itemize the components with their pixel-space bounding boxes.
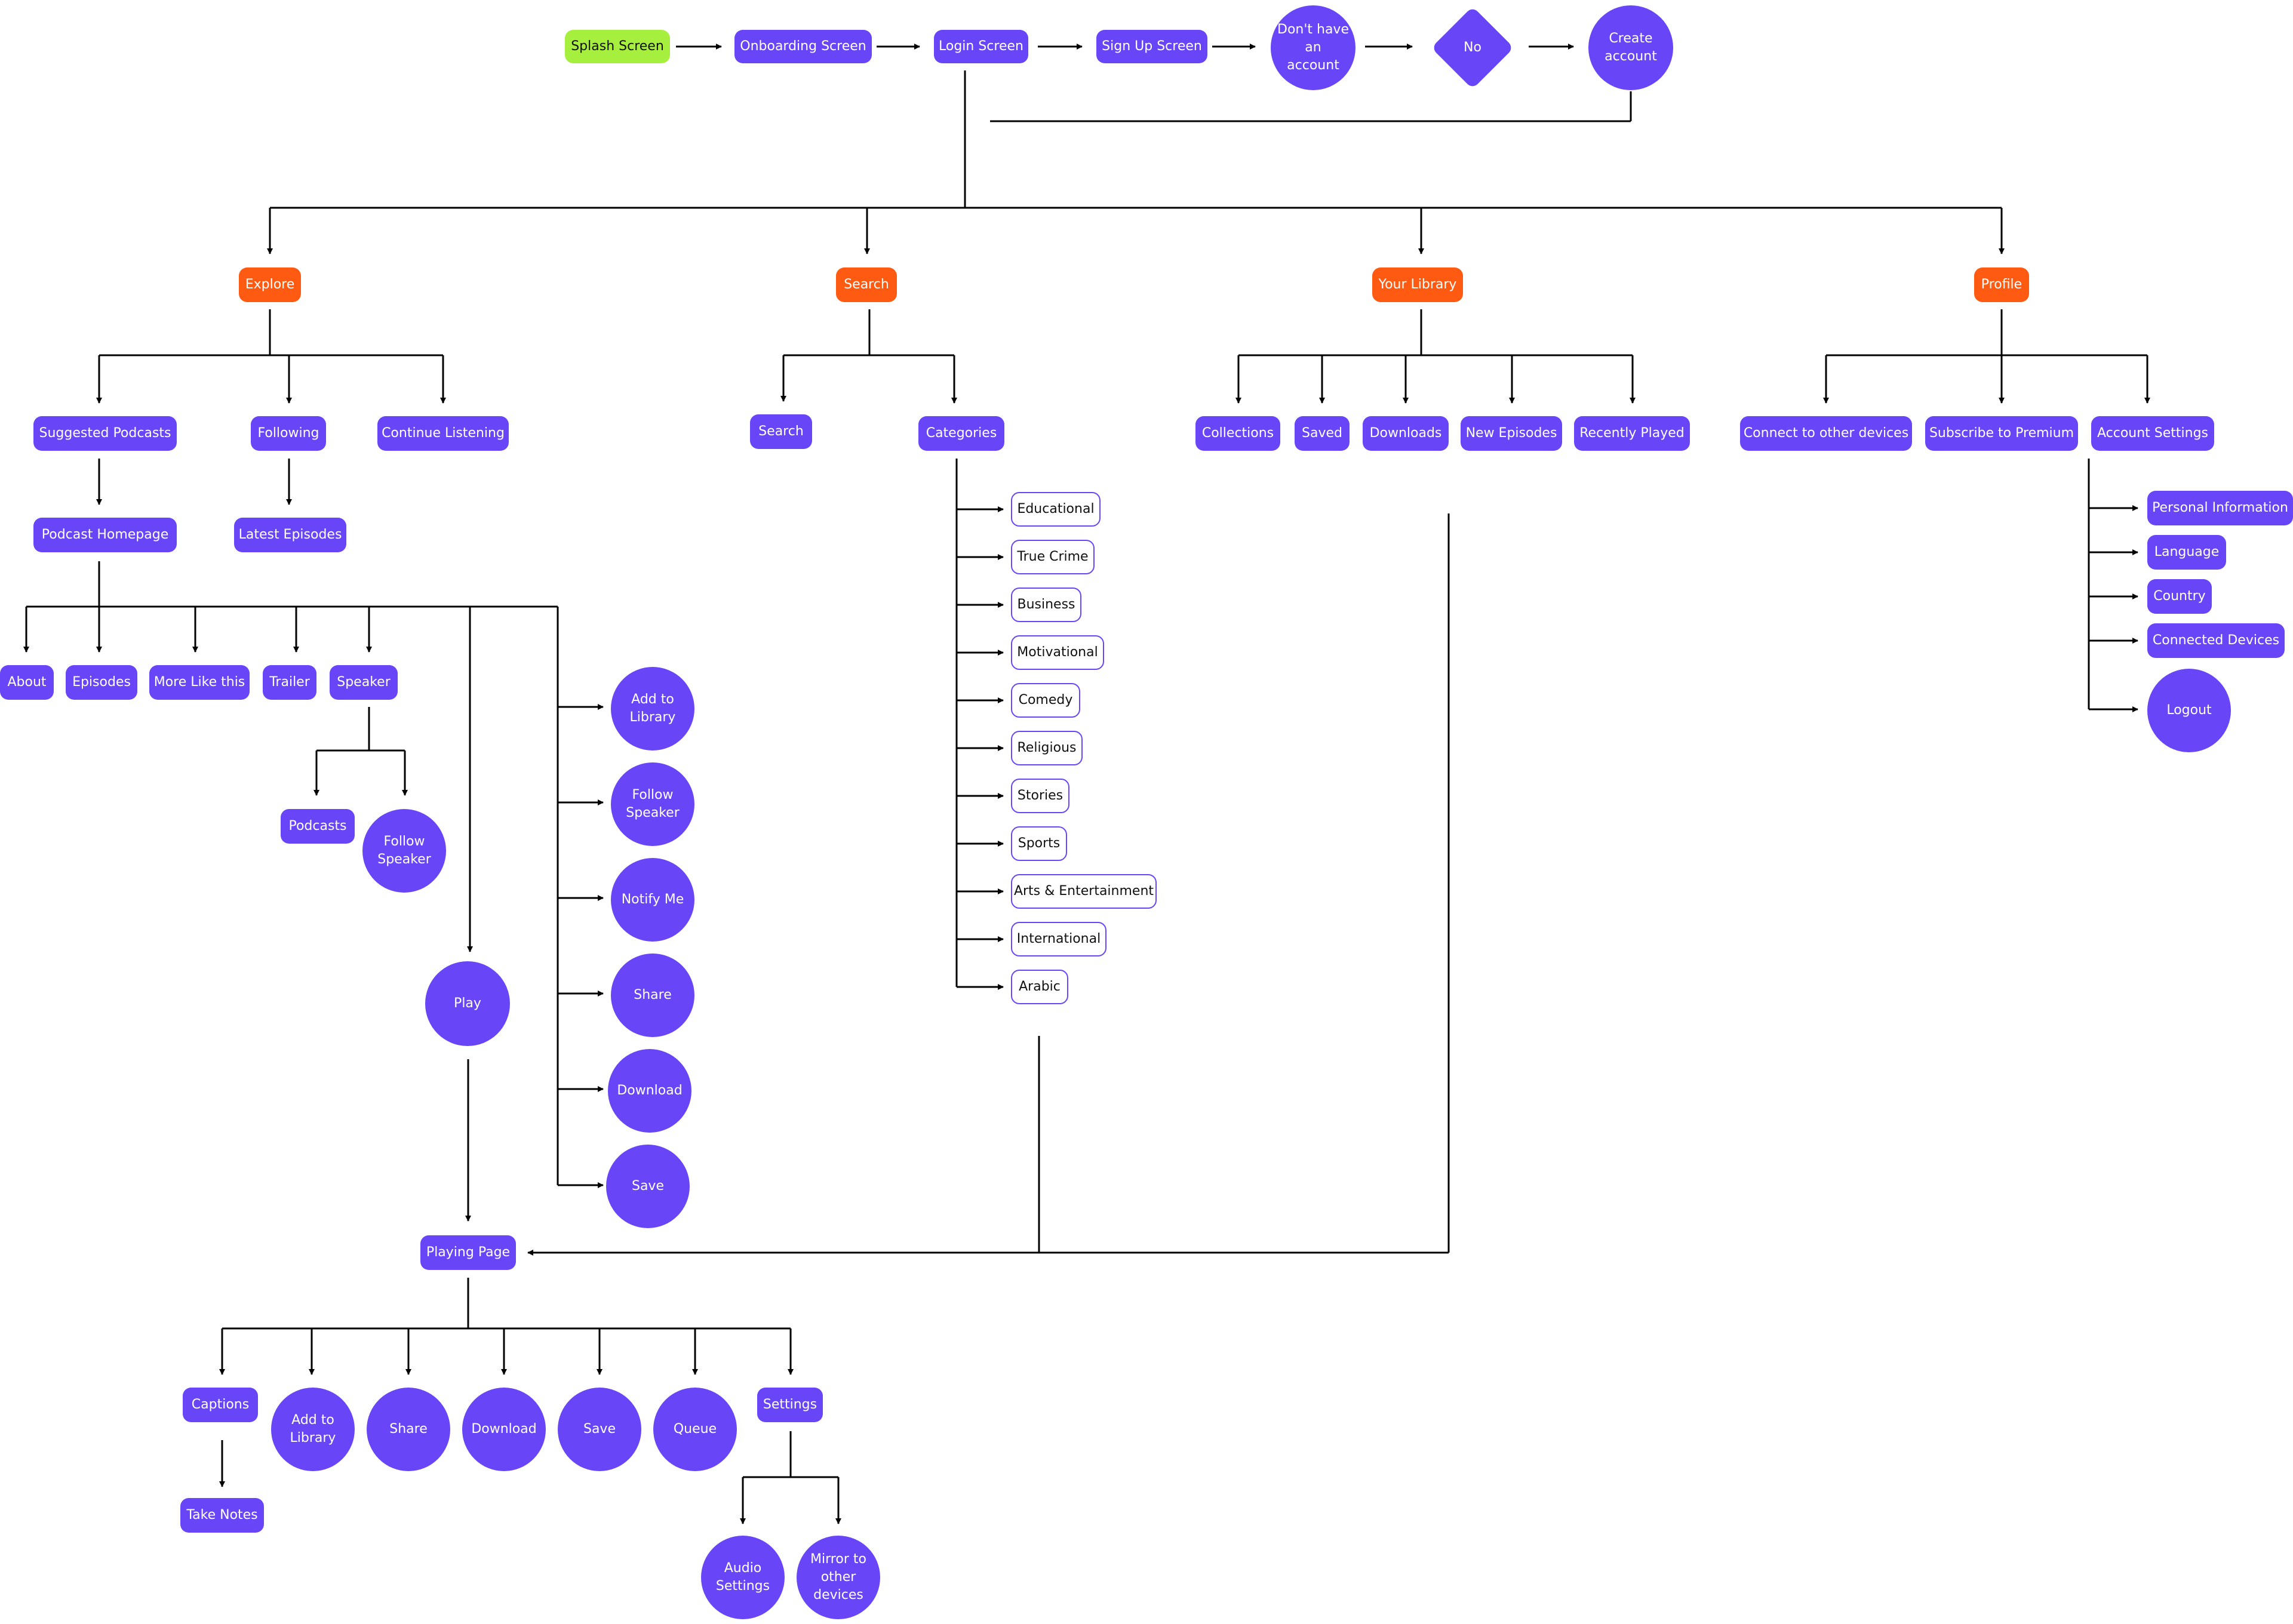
continue-listening-node[interactable]: Continue Listening — [377, 416, 509, 451]
take-notes-node[interactable]: Take Notes — [180, 1498, 264, 1533]
follow-speaker-node-2[interactable]: Follow Speaker — [611, 762, 694, 846]
category-motivational[interactable]: Motivational — [1011, 635, 1104, 670]
explore-section-node[interactable]: Explore — [239, 267, 301, 302]
latest-episodes-node[interactable]: Latest Episodes — [234, 518, 346, 552]
connect-devices-node[interactable]: Connect to other devices — [1740, 416, 1912, 451]
onboarding-screen-node[interactable]: Onboarding Screen — [734, 30, 872, 63]
share-node-2[interactable]: Share — [367, 1388, 450, 1471]
category-religious[interactable]: Religious — [1011, 731, 1083, 765]
create-account-node[interactable]: Create account — [1588, 5, 1673, 90]
playing-page-node[interactable]: Playing Page — [420, 1235, 516, 1270]
category-educational[interactable]: Educational — [1011, 492, 1101, 527]
login-screen-node[interactable]: Login Screen — [934, 30, 1028, 63]
saved-node[interactable]: Saved — [1295, 416, 1350, 451]
speaker-node[interactable]: Speaker — [330, 665, 398, 700]
suggested-podcasts-node[interactable]: Suggested Podcasts — [33, 416, 177, 451]
settings-node[interactable]: Settings — [757, 1388, 823, 1422]
category-true-crime[interactable]: True Crime — [1011, 540, 1095, 574]
sign-up-screen-node[interactable]: Sign Up Screen — [1096, 30, 1207, 63]
account-settings-node[interactable]: Account Settings — [2091, 416, 2214, 451]
category-international[interactable]: International — [1011, 922, 1106, 956]
recently-played-node[interactable]: Recently Played — [1574, 416, 1690, 451]
more-like-this-node[interactable]: More Like this — [149, 665, 250, 700]
add-to-library-node-2[interactable]: Add to Library — [271, 1388, 355, 1471]
save-node-1[interactable]: Save — [606, 1145, 690, 1228]
language-node[interactable]: Language — [2147, 535, 2226, 570]
category-arts-entertainment[interactable]: Arts & Entertainment — [1011, 874, 1157, 909]
download-node-1[interactable]: Download — [608, 1049, 691, 1133]
notify-me-node[interactable]: Notify Me — [611, 858, 694, 942]
episodes-node[interactable]: Episodes — [66, 665, 137, 700]
search-sub-node[interactable]: Search — [750, 414, 812, 449]
no-decision-node[interactable]: No — [1430, 5, 1515, 90]
following-node[interactable]: Following — [251, 416, 326, 451]
category-business[interactable]: Business — [1011, 588, 1081, 622]
share-node-1[interactable]: Share — [611, 954, 694, 1037]
category-sports[interactable]: Sports — [1011, 826, 1067, 861]
podcast-homepage-node[interactable]: Podcast Homepage — [33, 518, 177, 552]
podcasts-node[interactable]: Podcasts — [281, 809, 355, 844]
captions-node[interactable]: Captions — [183, 1388, 258, 1422]
logout-node[interactable]: Logout — [2147, 669, 2231, 752]
add-to-library-node-1[interactable]: Add to Library — [611, 667, 694, 751]
collections-node[interactable]: Collections — [1195, 416, 1280, 451]
category-stories[interactable]: Stories — [1011, 779, 1069, 813]
trailer-node[interactable]: Trailer — [263, 665, 316, 700]
audio-settings-node[interactable]: Audio Settings — [701, 1536, 785, 1619]
download-node-2[interactable]: Download — [462, 1388, 546, 1471]
profile-section-node[interactable]: Profile — [1974, 267, 2029, 302]
about-node[interactable]: About — [0, 665, 54, 700]
new-episodes-node[interactable]: New Episodes — [1461, 416, 1562, 451]
subscribe-premium-node[interactable]: Subscribe to Premium — [1925, 416, 2078, 451]
splash-screen-node[interactable]: Splash Screen — [565, 30, 670, 63]
no-label: No — [1464, 40, 1481, 56]
dont-have-account-node[interactable]: Don't have an account — [1271, 5, 1355, 90]
country-node[interactable]: Country — [2147, 579, 2212, 614]
play-node[interactable]: Play — [425, 961, 510, 1046]
search-section-node[interactable]: Search — [836, 267, 897, 302]
save-node-2[interactable]: Save — [558, 1388, 641, 1471]
categories-node[interactable]: Categories — [918, 416, 1004, 451]
category-arabic[interactable]: Arabic — [1011, 970, 1068, 1004]
your-library-section-node[interactable]: Your Library — [1372, 267, 1463, 302]
downloads-node[interactable]: Downloads — [1363, 416, 1449, 451]
follow-speaker-node-1[interactable]: Follow Speaker — [362, 809, 446, 893]
queue-node[interactable]: Queue — [653, 1388, 737, 1471]
personal-information-node[interactable]: Personal Information — [2147, 491, 2293, 525]
category-comedy[interactable]: Comedy — [1011, 683, 1080, 718]
connected-devices-node[interactable]: Connected Devices — [2147, 623, 2285, 658]
mirror-devices-node[interactable]: Mirror to other devices — [797, 1536, 880, 1619]
